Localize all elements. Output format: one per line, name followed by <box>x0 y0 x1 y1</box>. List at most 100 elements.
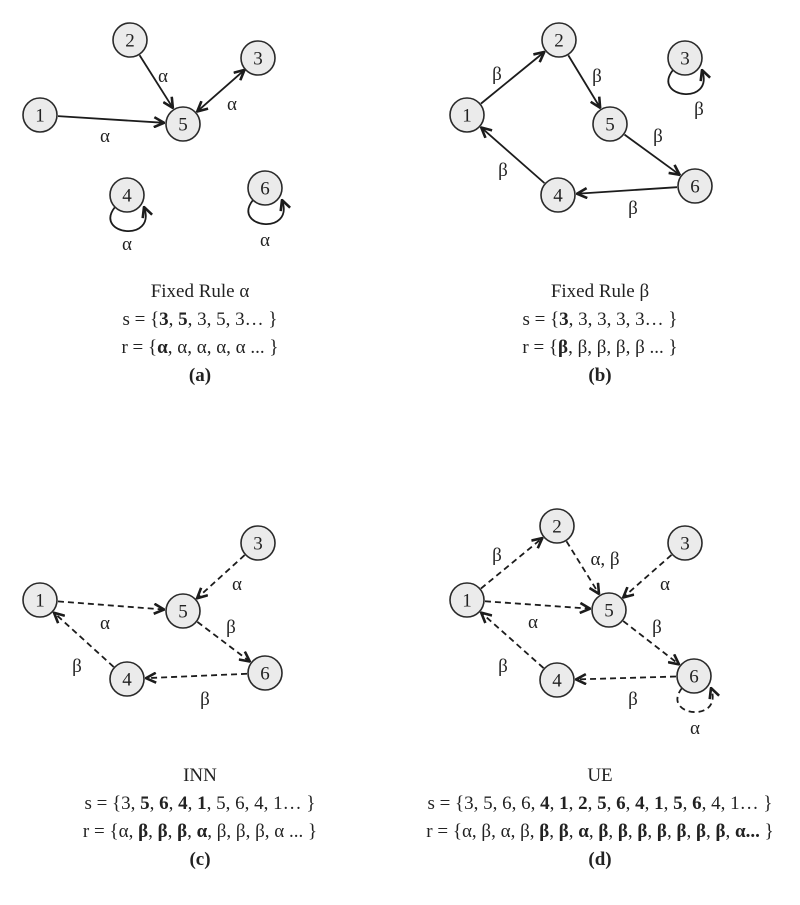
edge-label: β <box>498 160 508 181</box>
svg-text:3: 3 <box>680 534 690 555</box>
node-1: 1 <box>449 582 485 618</box>
edge-2-5 <box>565 540 599 594</box>
svg-text:6: 6 <box>260 664 270 685</box>
rule-item: α ... <box>235 337 265 358</box>
rule-item: β <box>598 821 609 842</box>
state-item: 2 <box>578 793 588 814</box>
state-item: 4 <box>635 793 645 814</box>
edge-1-2 <box>480 538 542 590</box>
edge-6-4 <box>146 674 248 678</box>
rule-item: β <box>255 821 265 842</box>
state-item: 6 <box>502 793 512 814</box>
node-6: 6 <box>247 170 283 206</box>
edge-6-4 <box>577 186 678 194</box>
rule-item: β <box>216 821 227 842</box>
rule-item: α ... <box>274 821 304 842</box>
edge-2-5 <box>567 54 600 107</box>
state-item: 6 <box>692 793 702 814</box>
panel-label: (c) <box>189 849 211 870</box>
state-item: 3 <box>197 309 207 330</box>
svg-text:3: 3 <box>680 49 690 70</box>
caption-c: INN s = {3, 5, 6, 4, 1, 5, 6, 4, 1… } r … <box>0 762 400 874</box>
node-1: 1 <box>22 582 58 618</box>
panel-title: UE <box>587 765 613 786</box>
edge-5-6 <box>624 133 680 175</box>
state-item: 5 <box>178 309 188 330</box>
self-loop-edge <box>676 688 712 713</box>
edge-6-4 <box>576 677 677 680</box>
svg-text:4: 4 <box>553 186 563 207</box>
svg-text:5: 5 <box>604 601 614 622</box>
state-item: 6 <box>159 793 169 814</box>
state-item: 1 <box>654 793 664 814</box>
edge-label: β <box>628 198 638 219</box>
panel-label: (a) <box>188 365 212 386</box>
state-item: 3 <box>559 309 569 330</box>
rule-item: β ... <box>635 337 664 358</box>
state-item: 3 <box>616 309 626 330</box>
rule-item: β <box>695 821 706 842</box>
node-6: 6 <box>677 168 713 204</box>
node-4: 4 <box>109 661 145 697</box>
edge-label: α <box>227 94 237 115</box>
edge-4-1 <box>481 613 545 669</box>
state-item: 1… <box>273 793 302 814</box>
state-item: 5 <box>483 793 493 814</box>
edge-4-1 <box>481 128 546 184</box>
svg-text:5: 5 <box>178 115 188 136</box>
self-loop-edge <box>247 200 283 225</box>
rule-item: β <box>656 821 667 842</box>
state-item: 5 <box>597 793 607 814</box>
state-item: 1 <box>197 793 207 814</box>
rule-item: β <box>615 337 626 358</box>
node-4: 4 <box>540 177 576 213</box>
svg-text:1: 1 <box>462 591 472 612</box>
self-loop-edge <box>109 207 145 232</box>
node-5: 5 <box>165 593 201 629</box>
edge-label: β <box>628 689 638 710</box>
edge-label: α <box>100 126 110 147</box>
state-item: 5 <box>216 309 226 330</box>
rule-item: β <box>558 821 569 842</box>
node-5: 5 <box>165 106 201 142</box>
node-4: 4 <box>109 177 145 213</box>
node-5: 5 <box>591 592 627 628</box>
svg-text:2: 2 <box>554 31 564 52</box>
svg-text:1: 1 <box>35 106 45 127</box>
node-3: 3 <box>667 525 703 561</box>
rule-item: β <box>177 821 188 842</box>
edge-label: β <box>694 99 704 120</box>
rule-item: α <box>177 337 188 358</box>
node-2: 2 <box>112 22 148 58</box>
edge-label: α <box>232 574 242 595</box>
edge-label: β <box>226 617 236 638</box>
edge-label: α <box>690 718 700 739</box>
svg-text:5: 5 <box>605 115 615 136</box>
svg-text:1: 1 <box>462 106 472 127</box>
rule-item: β <box>617 821 628 842</box>
rule-item: β <box>577 337 588 358</box>
svg-text:2: 2 <box>552 517 562 538</box>
edge-label: α <box>100 613 110 634</box>
edge-4-1 <box>54 613 115 668</box>
edge-2-5 <box>138 54 173 108</box>
panel-label: (d) <box>588 849 612 870</box>
state-item: 3 <box>464 793 474 814</box>
edge-label: β <box>653 126 663 147</box>
rule-item: α <box>196 821 208 842</box>
state-item: 4 <box>178 793 188 814</box>
edge-1-5 <box>57 115 164 123</box>
node-2: 2 <box>541 22 577 58</box>
rule-item: α <box>461 821 472 842</box>
state-sequence: s = {3, 5, 6, 4, 1, 5, 6, 4, 1… } <box>84 793 316 814</box>
panel-title: Fixed Rule β <box>550 281 650 302</box>
state-item: 3 <box>578 309 588 330</box>
self-loop-edge <box>667 70 703 95</box>
state-sequence: s = {3, 3, 3, 3, 3… } <box>522 309 678 330</box>
svg-text:2: 2 <box>125 31 135 52</box>
edge-3-5 <box>197 554 246 598</box>
edge-label: α, β <box>590 549 619 570</box>
